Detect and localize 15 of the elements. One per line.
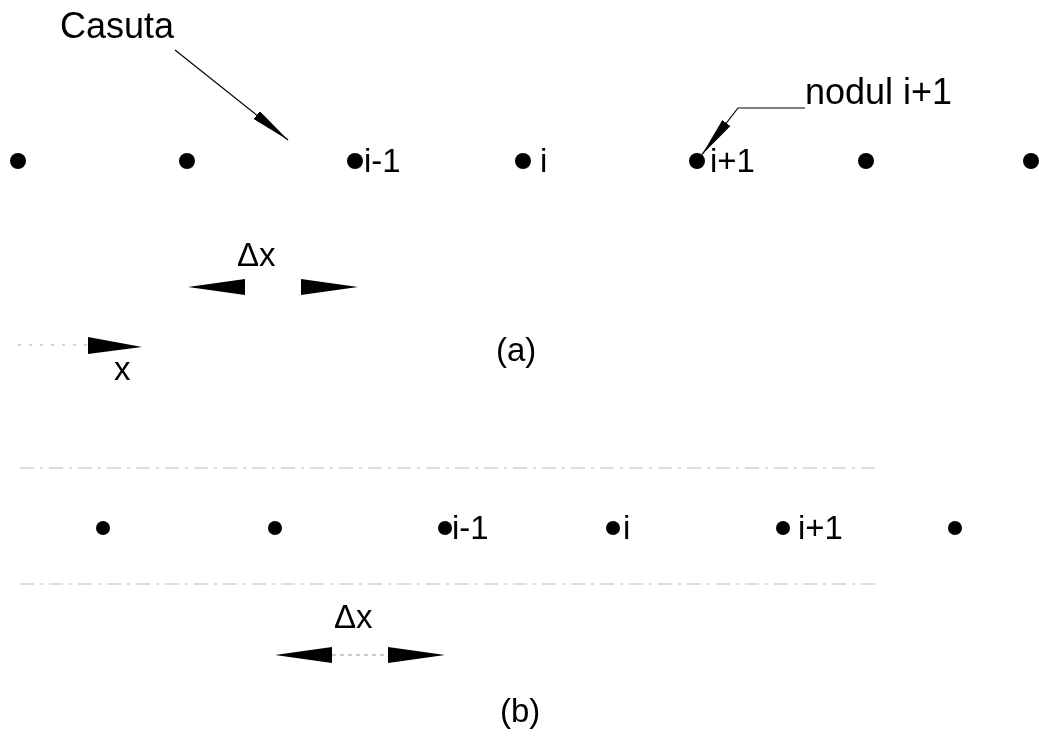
spacing-label: Δx bbox=[334, 600, 373, 633]
point-label: i bbox=[540, 144, 548, 177]
point-label: i+1 bbox=[710, 144, 755, 177]
panel-label: (a) bbox=[496, 333, 537, 366]
point-label: i+1 bbox=[798, 511, 843, 544]
axis-label: x bbox=[114, 352, 131, 385]
callout-text: nodul i+1 bbox=[805, 72, 990, 112]
point-label: i-1 bbox=[364, 144, 401, 177]
leader-line bbox=[174, 49, 289, 141]
callout-text: Casuta bbox=[60, 6, 210, 48]
leader-line bbox=[701, 107, 806, 156]
point-label: i-1 bbox=[452, 511, 489, 544]
spacing-label: Δx bbox=[237, 238, 276, 271]
panel-label: (b) bbox=[500, 694, 541, 727]
point-label: i bbox=[623, 511, 631, 544]
